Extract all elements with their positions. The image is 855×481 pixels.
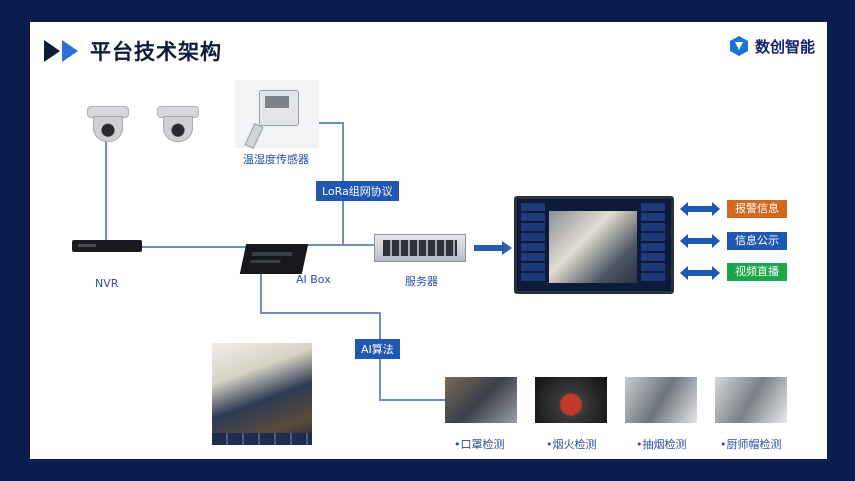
info-public-button[interactable]: 信息公示: [727, 232, 787, 250]
smoking-detection-label: •抽烟检测: [636, 438, 687, 451]
lora-tag: LoRa组网协议: [316, 181, 399, 201]
brand-name: 数创智能: [754, 37, 815, 56]
connector-line: [105, 132, 107, 244]
slide: 平台技术架构 数创智能 温湿度传感器 LoRa组网协议 NVR AI Box: [30, 22, 827, 459]
page-title: 平台技术架构: [90, 40, 222, 64]
mask-detection-image: [445, 377, 517, 423]
double-arrow-icon: [680, 266, 720, 280]
connector-line: [379, 399, 445, 401]
fire-detection-image: [535, 377, 607, 423]
arrow-right-icon: [474, 241, 512, 255]
double-arrow-icon: [680, 234, 720, 248]
alarm-info-button[interactable]: 报警信息: [727, 200, 787, 218]
logo-icon: [729, 36, 748, 56]
double-arrow-icon: [680, 202, 720, 216]
connector-line: [140, 246, 250, 248]
dome-camera: [155, 106, 199, 142]
chevron-icon: [62, 40, 78, 62]
sensor-device: [235, 80, 319, 149]
title-row: 平台技术架构: [44, 36, 222, 66]
connector-line: [260, 262, 262, 312]
ai-algorithm-tag: AI算法: [355, 339, 400, 359]
server-device: [374, 234, 466, 262]
sensor-label: 温湿度传感器: [243, 153, 309, 166]
smoking-detection-image: [625, 377, 697, 423]
dashboard-screen: [514, 196, 674, 294]
chevron-icon: [44, 40, 60, 62]
aibox-label: AI Box: [296, 273, 331, 286]
connector-line: [260, 312, 380, 314]
connector-line: [300, 244, 376, 246]
brand-logo: 数创智能: [727, 34, 815, 58]
nvr-device: [72, 240, 142, 252]
dome-camera: [85, 106, 129, 142]
kitchen-monitoring-image: [212, 343, 312, 445]
connector-line: [308, 122, 343, 124]
nvr-label: NVR: [95, 277, 119, 290]
aibox-device: [239, 244, 309, 274]
server-label: 服务器: [405, 275, 438, 288]
chef-hat-detection-image: [715, 377, 787, 423]
fire-detection-label: •烟火检测: [546, 438, 597, 451]
chef-hat-detection-label: •厨师帽检测: [720, 438, 782, 451]
mask-detection-label: •口罩检测: [454, 438, 505, 451]
video-live-button[interactable]: 视频直播: [727, 263, 787, 281]
